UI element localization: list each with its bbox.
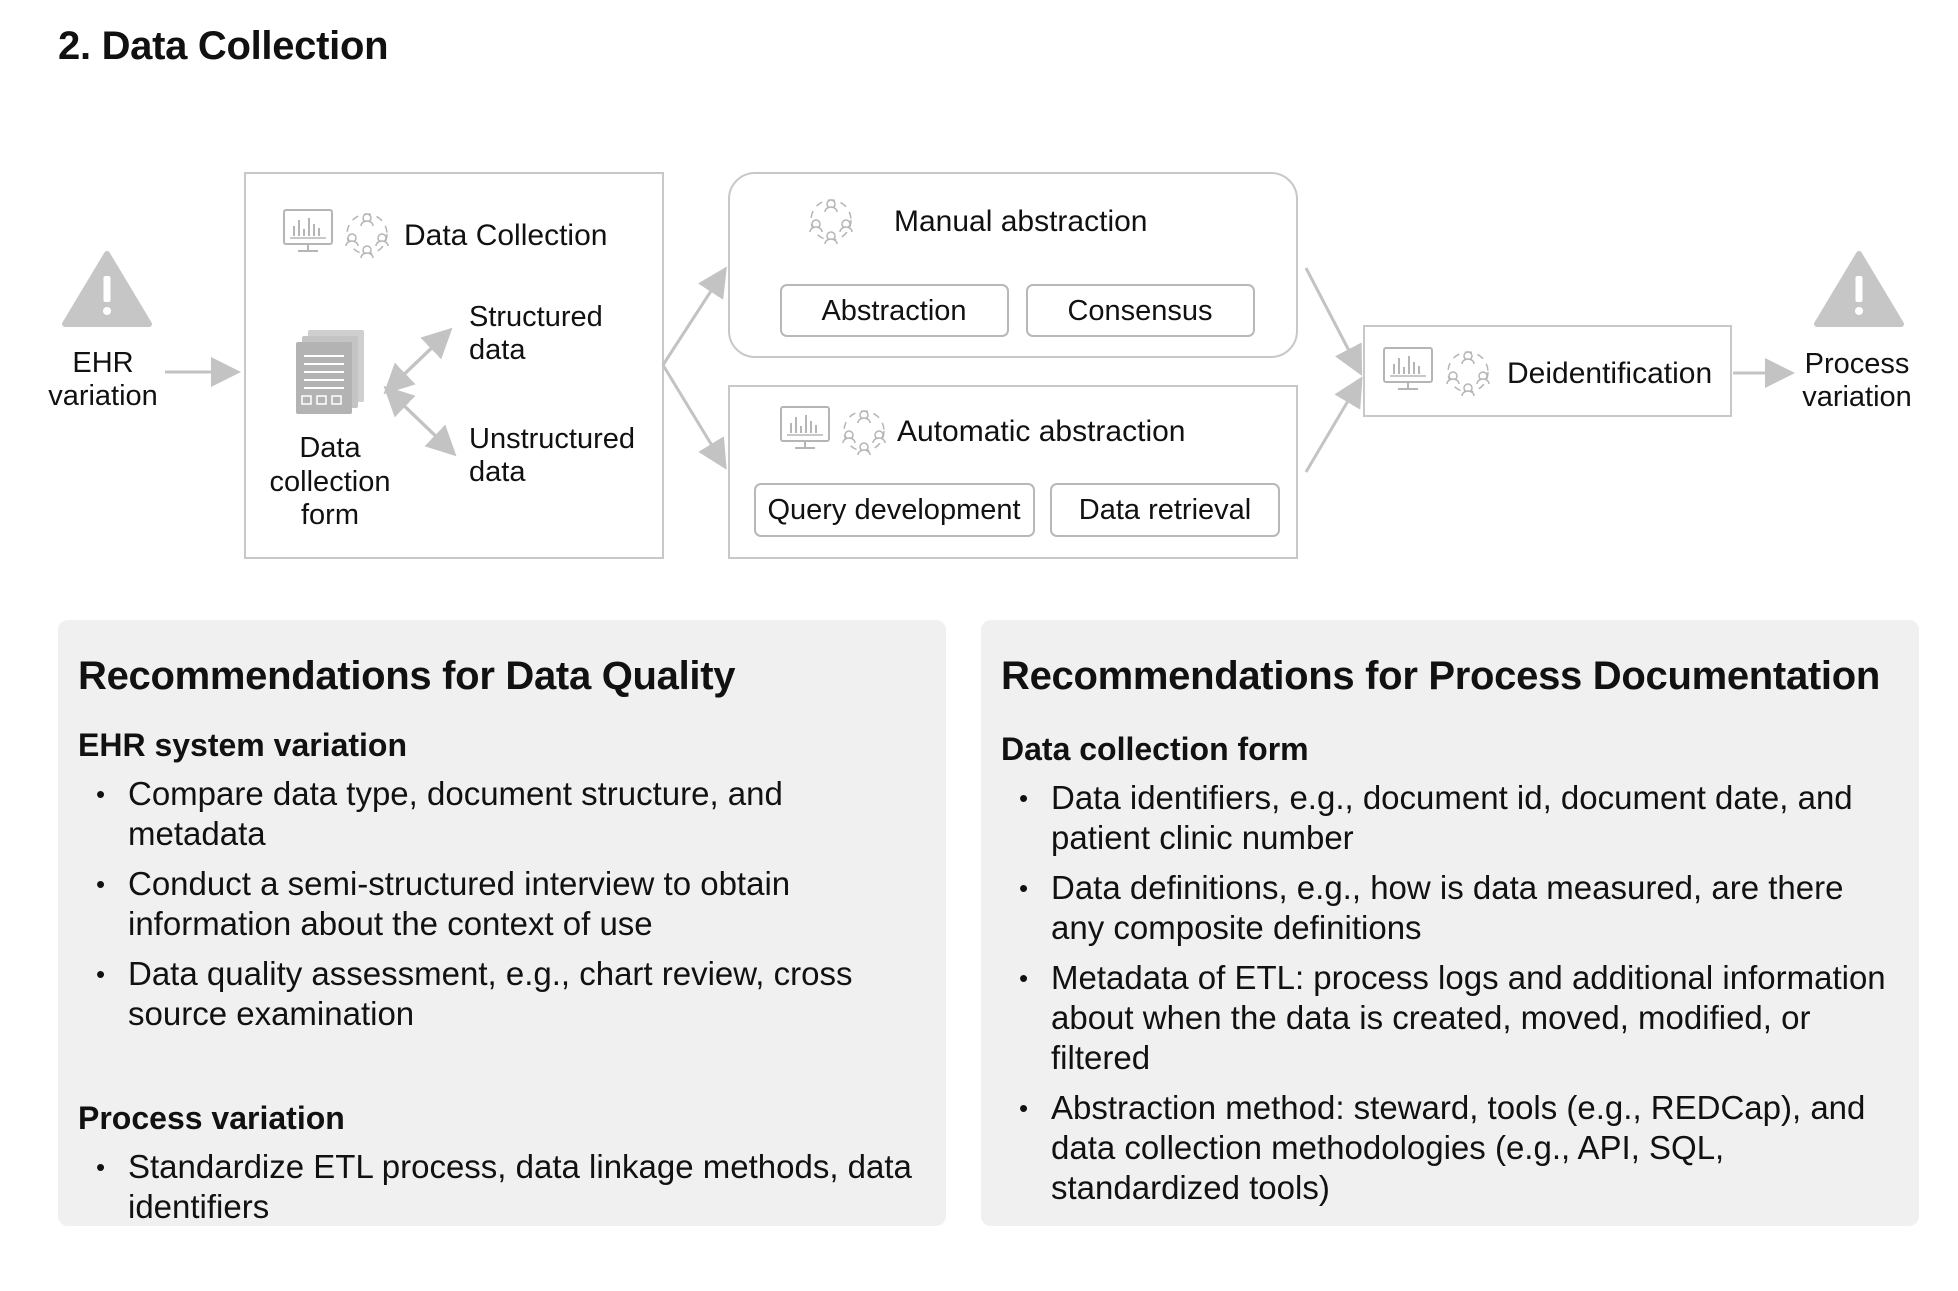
arrow-to-automatic	[661, 364, 727, 470]
query-development-step-label: Query development	[767, 494, 1020, 526]
ehr-system-variation-list: Compare data type, document structure, a…	[78, 774, 922, 1034]
process-label-line2: variation	[1802, 381, 1912, 413]
data-quality-title: Recommendations for Data Quality	[78, 654, 736, 698]
process-label-line1: Process	[1805, 348, 1910, 380]
list-item: Abstraction method: steward, tools (e.g.…	[1001, 1088, 1895, 1208]
data-collection-title: Data Collection	[404, 219, 607, 252]
process-warning-icon	[1817, 254, 1901, 324]
form-double-arrow-unstructured	[383, 385, 457, 457]
deidentification-title: Deidentification	[1507, 357, 1712, 390]
structured-label-line1: Structured	[469, 301, 603, 333]
list-item: Data identifiers, e.g., document id, doc…	[1001, 778, 1895, 858]
ehr-label-line1: EHR	[72, 347, 133, 379]
unstructured-label-line2: data	[469, 456, 526, 488]
document-stack-icon	[296, 330, 364, 414]
process-variation-list: Standardize ETL process, data linkage me…	[78, 1147, 922, 1227]
data-retrieval-step-label: Data retrieval	[1079, 494, 1251, 526]
data-retrieval-step	[1050, 483, 1280, 537]
list-item: Data definitions, e.g., how is data meas…	[1001, 868, 1895, 948]
process-documentation-panel: Recommendations for Process Documentatio…	[981, 620, 1919, 1226]
list-item: Data quality assessment, e.g., chart rev…	[78, 954, 922, 1034]
ehr-system-variation-heading: EHR system variation	[78, 727, 408, 763]
list-item: Metadata of ETL: process logs and additi…	[1001, 958, 1895, 1078]
list-item: Standardize ETL process, data linkage me…	[78, 1147, 922, 1227]
deidentification-box	[1363, 325, 1732, 417]
page-title: 2. Data Collection	[58, 24, 389, 68]
abstraction-step	[780, 284, 1009, 337]
data-quality-panel: Recommendations for Data Quality EHR sys…	[58, 620, 946, 1226]
ehr-label-line2: variation	[48, 380, 158, 412]
unstructured-label-line1: Unstructured	[469, 423, 635, 455]
data-collection-diagram: EHR variation Data Collection Data colle…	[48, 172, 1912, 559]
query-development-step	[754, 483, 1035, 537]
form-double-arrow-structured	[383, 327, 453, 395]
data-collection-form-list: Data identifiers, e.g., document id, doc…	[1001, 778, 1895, 1208]
list-item: Conduct a semi-structured interview to o…	[78, 864, 922, 944]
arrow-to-manual	[661, 266, 727, 366]
arrow-manual-to-deid	[1304, 267, 1363, 376]
structured-label-line2: data	[469, 334, 526, 366]
list-item: Compare data type, document structure, a…	[78, 774, 922, 854]
consensus-step	[1026, 284, 1255, 337]
form-label-line1: Data	[299, 432, 361, 464]
process-variation-heading: Process variation	[78, 1100, 345, 1136]
arrow-automatic-to-deid	[1304, 376, 1363, 473]
process-documentation-title: Recommendations for Process Documentatio…	[1001, 654, 1880, 698]
automatic-abstraction-title: Automatic abstraction	[897, 415, 1185, 448]
consensus-step-label: Consensus	[1067, 295, 1212, 327]
form-label-line3: form	[301, 499, 359, 531]
form-label-line2: collection	[270, 466, 391, 498]
data-collection-form-heading: Data collection form	[1001, 731, 1309, 767]
abstraction-step-label: Abstraction	[821, 295, 966, 327]
manual-abstraction-title: Manual abstraction	[894, 205, 1147, 238]
ehr-warning-icon	[65, 254, 149, 324]
